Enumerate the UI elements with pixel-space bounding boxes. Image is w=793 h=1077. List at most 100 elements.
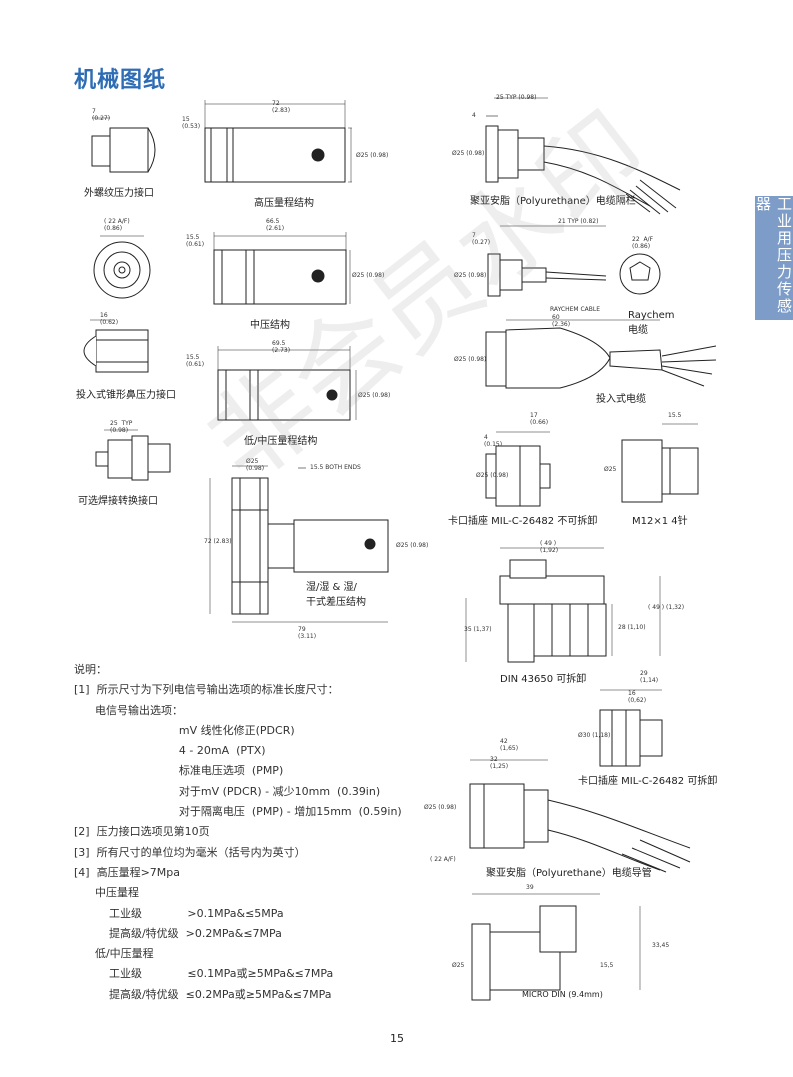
caption-micro-din: MICRO DIN (9.4mm): [522, 990, 603, 999]
caption-submersible-cone: 投入式锥形鼻压力接口: [76, 390, 176, 401]
note-line: 对于mV (PDCR) - 减少10mm (0.39in): [74, 784, 381, 798]
dim-label: 39: [526, 884, 534, 891]
dim-label: Ø25 (0.98): [454, 272, 487, 279]
high-range-drawing: [204, 100, 352, 183]
caption-mid-pressure: 中压结构: [250, 320, 290, 331]
dim-label: Ø25 (0.98): [358, 392, 391, 399]
dim-label: 29 (1,14): [640, 670, 659, 684]
dim-label: 69.5 (2.73): [272, 340, 291, 354]
low-mid-range-drawing: [217, 346, 357, 421]
dim-label: ( 49 ) (1,92): [540, 540, 559, 554]
submersible-cone-drawing: [83, 319, 149, 373]
section-side-tab: 工业用压力传感器: [754, 196, 793, 320]
caption-raychem: Raychem 电缆: [628, 310, 675, 336]
page-number: 15: [390, 1032, 404, 1045]
caption-din43650: DIN 43650 可拆卸: [500, 674, 587, 685]
dim-label: 7 (0.27): [92, 108, 111, 122]
caption-wet-dry: 湿/湿 & 湿/ 干式差压结构: [306, 582, 366, 608]
dim-label: RAYCHEM CABLE: [550, 306, 601, 313]
note-line: [2] 压力接口选项见第10页: [74, 825, 210, 839]
submersible-cable-drawing: [485, 319, 717, 389]
dim-label: 15.5 (0.61): [186, 354, 205, 368]
caption-high-range: 高压量程结构: [254, 198, 314, 209]
dim-label: 72 (2.83): [204, 538, 232, 545]
dim-label: 28 (1,10): [618, 624, 646, 631]
notes-block: 说明： [1] 所示尺寸为下列电信号输出选项的标准长度尺寸： 电信号输出选项： …: [74, 660, 402, 1005]
bayonet-fixed-drawing: [485, 431, 551, 507]
dim-label: Ø25 (0.98): [396, 542, 429, 549]
dim-label: ( 49 ) (1,32): [648, 604, 685, 611]
dim-label: 32 (1,25): [490, 756, 509, 770]
dim-label: 72 (2.83): [272, 100, 291, 114]
dim-label: Ø25 (0.98): [452, 150, 485, 157]
note-line: 工业级 ≤0.1MPa或≥5MPa&≤7MPa: [74, 967, 334, 981]
dim-label: Ø25 (0.98): [424, 804, 457, 811]
note-line: [4] 高压量程>7Mpa: [74, 865, 181, 879]
caption-ext-thread: 外螺纹压力接口: [84, 188, 154, 199]
dim-label: 7 (0.27): [472, 232, 491, 246]
note-line: 4 - 20mA (PTX): [74, 744, 266, 758]
note-line: 工业级 >0.1MPa&≤5MPa: [74, 906, 284, 920]
pu-gland-drawing: [485, 97, 681, 215]
dim-label: 4 (0.15): [484, 434, 503, 448]
note-line: 中压量程: [74, 886, 139, 900]
dim-label: 15.5 BOTH ENDS: [310, 464, 361, 471]
wet-dry-drawing: [209, 465, 389, 623]
page-title: 机械图纸: [74, 68, 167, 93]
ext-thread-port-drawing: [91, 117, 156, 173]
caption-pu-conduit: 聚亚安脂（Polyurethane）电缆导管: [486, 868, 652, 879]
note-line: mV 线性化修正(PDCR): [74, 723, 295, 737]
dim-label: 15 (0.53): [182, 116, 201, 130]
dim-label: ( 22 A/F): [430, 856, 456, 863]
caption-low-mid-range: 低/中压量程结构: [244, 436, 318, 447]
dim-label: Ø25 (0.98): [246, 458, 265, 472]
dim-label: 35 (1,37): [464, 626, 492, 633]
dim-label: 66.5 (2.61): [266, 218, 285, 232]
dim-label: 21 TYP (0.82): [558, 218, 599, 225]
dim-label: 15.5: [668, 412, 682, 419]
dim-label: 22 A/F (0.86): [632, 236, 654, 250]
din43650-drawing: [465, 547, 661, 663]
dim-label: Ø25: [452, 962, 465, 969]
dim-label: Ø25: [604, 466, 617, 473]
caption-sub-cable: 投入式电缆: [596, 394, 646, 405]
note-line: 低/中压量程: [74, 947, 154, 961]
dim-label: 17 (0.66): [530, 412, 549, 426]
hex-front-drawing: [93, 235, 151, 299]
pu-conduit-drawing: [469, 759, 691, 873]
caption-weld-adapter: 可选焊接转换接口: [78, 496, 158, 507]
bayonet-detach-drawing: [599, 689, 663, 767]
note-line: 提高级/特优级 ≤0.2MPa或≥5MPa&≤7MPa: [74, 987, 332, 1001]
dim-label: 33,45: [652, 942, 670, 949]
micro-din-drawing: [471, 893, 641, 1001]
caption-pu-gland: 聚亚安脂（Polyurethane）电缆隔栏: [470, 196, 636, 207]
dim-label: 25 TYP (0.98): [496, 94, 537, 101]
weld-adapter-drawing: [95, 429, 171, 481]
dim-label: ( 22 A/F) (0.86): [104, 218, 130, 232]
dim-label: 42 (1,65): [500, 738, 519, 752]
caption-bayonet-detach: 卡口插座 MIL-C-26482 可拆卸: [578, 776, 718, 787]
dim-label: 60 (2.36): [552, 314, 571, 328]
note-line: 对于隔离电压 (PMP) - 增加15mm (0.59in): [74, 805, 402, 819]
note-line: [1] 所示尺寸为下列电信号输出选项的标准长度尺寸：: [74, 683, 339, 697]
m12-drawing: [621, 423, 699, 503]
dim-label: 79 (3.11): [298, 626, 317, 640]
dim-label: Ø25 (0.98): [476, 472, 509, 479]
dim-label: 16 (0,62): [628, 690, 647, 704]
note-line: 说明：: [74, 663, 107, 676]
dim-label: Ø25 (0.98): [352, 272, 385, 279]
dim-label: Ø30 (1,18): [578, 732, 611, 739]
caption-m12: M12×1 4针: [632, 516, 688, 527]
dim-label: 16 (0.62): [100, 312, 119, 326]
raychem-side-drawing: [487, 225, 661, 297]
mid-pressure-drawing: [213, 232, 351, 305]
dim-label: 15,5: [600, 962, 614, 969]
note-line: [3] 所有尺寸的单位均为毫米（括号内为英寸）: [74, 845, 306, 859]
note-line: 提高级/特优级 >0.2MPa&≤7MPa: [74, 926, 282, 940]
dim-label: Ø25 (0.98): [454, 356, 487, 363]
dim-label: Ø25 (0.98): [356, 152, 389, 159]
note-line: 标准电压选项 (PMP): [74, 764, 284, 778]
caption-bayonet-fixed: 卡口插座 MIL-C-26482 不可拆卸: [448, 516, 598, 527]
note-line: 电信号输出选项：: [74, 703, 183, 717]
